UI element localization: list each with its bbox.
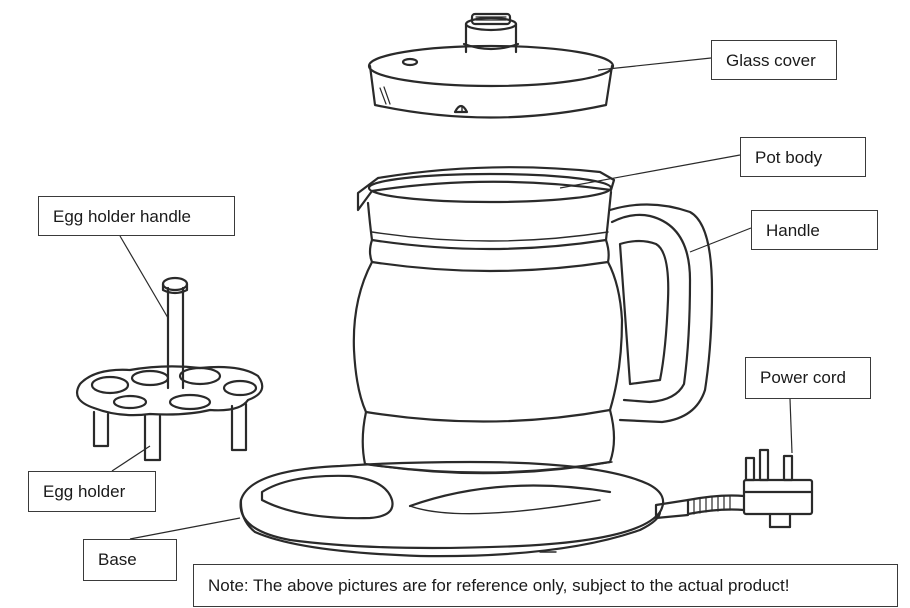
- glass-cover-illustration: [367, 12, 615, 119]
- label-base: Base: [83, 539, 177, 581]
- base-illustration: [239, 460, 665, 558]
- leader-lines: [111, 57, 793, 540]
- label-glass-cover: Glass cover: [711, 40, 837, 80]
- power-cord-illustration: [654, 448, 814, 529]
- label-egg-holder-handle: Egg holder handle: [38, 196, 235, 236]
- handle-illustration: [608, 203, 714, 424]
- disclaimer-note: Note: The above pictures are for referen…: [193, 564, 898, 607]
- egg-holder-illustration: [76, 276, 264, 462]
- label-egg-holder: Egg holder: [28, 471, 156, 512]
- label-power-cord: Power cord: [745, 357, 871, 399]
- label-pot-body: Pot body: [740, 137, 866, 177]
- pot-body-illustration: [352, 166, 624, 475]
- label-handle: Handle: [751, 210, 878, 250]
